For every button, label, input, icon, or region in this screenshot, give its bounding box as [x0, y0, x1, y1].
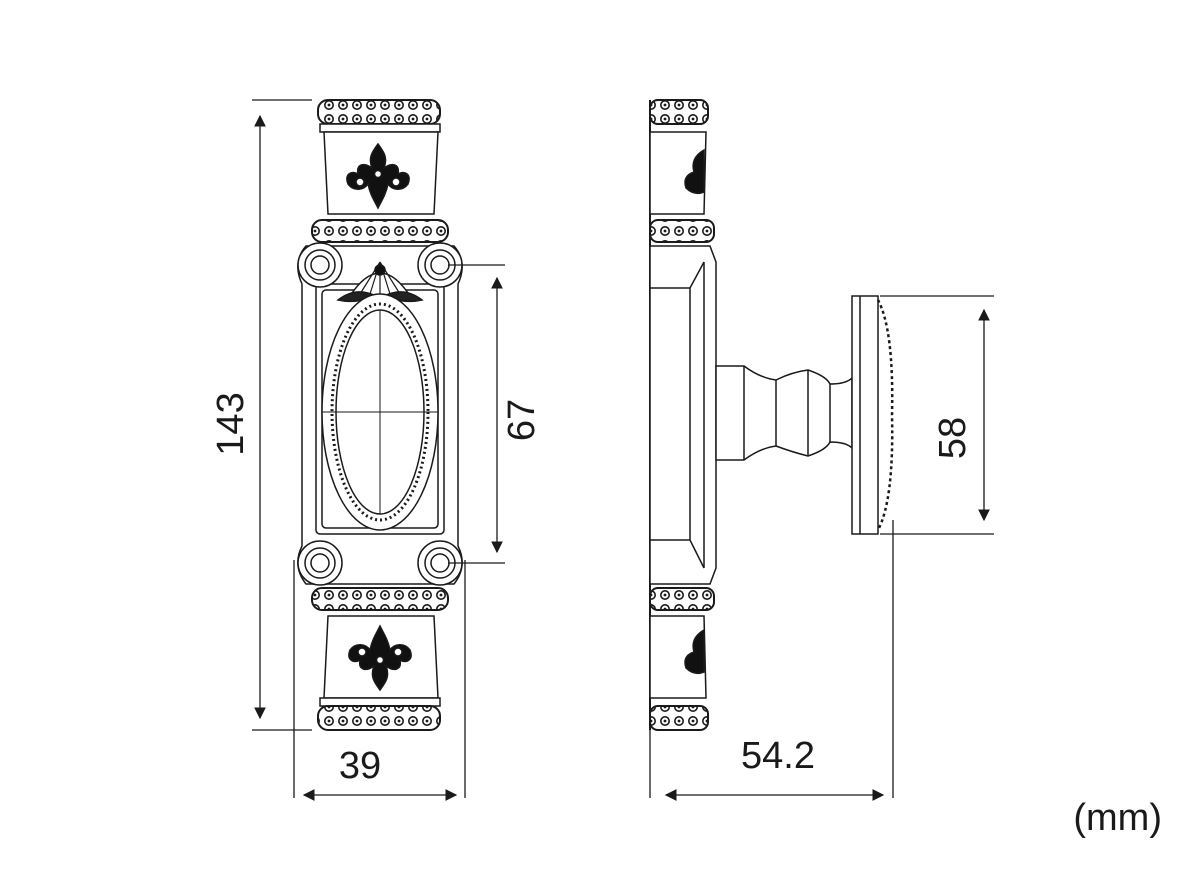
dim-label-58: 58 [932, 417, 974, 459]
side-bottom-cap [649, 705, 709, 731]
side-view [649, 99, 894, 731]
mounting-hole-top-right [417, 242, 463, 288]
knob-disc [851, 295, 879, 535]
shell-crest-ornament [336, 261, 424, 303]
side-lower-band [649, 587, 715, 611]
units-label: (mm) [1073, 797, 1162, 839]
mounting-hole-top-left [297, 242, 343, 288]
dim-label-143: 143 [210, 392, 252, 455]
dim-label-67: 67 [501, 399, 543, 441]
knob-spindle [715, 365, 853, 461]
dim-label-39: 39 [339, 745, 381, 787]
side-top-ornament [684, 148, 705, 195]
side-top-cap [649, 99, 709, 125]
front-top-cap [317, 99, 441, 125]
front-bottom-cap [317, 705, 441, 731]
front-top-collar [319, 123, 441, 133]
dim-label-54-2: 54.2 [741, 735, 815, 777]
side-backplate [649, 245, 717, 585]
front-view [297, 99, 463, 731]
side-bottom-ornament [684, 628, 705, 675]
side-bottom-sleeve [649, 615, 707, 699]
front-bottom-collar [319, 697, 441, 707]
knob-disc-rim [876, 299, 894, 531]
mounting-hole-bottom-left [297, 540, 343, 586]
side-upper-band [649, 219, 715, 243]
front-lower-band [311, 587, 449, 611]
front-upper-band [311, 219, 449, 243]
side-top-sleeve [649, 131, 707, 215]
